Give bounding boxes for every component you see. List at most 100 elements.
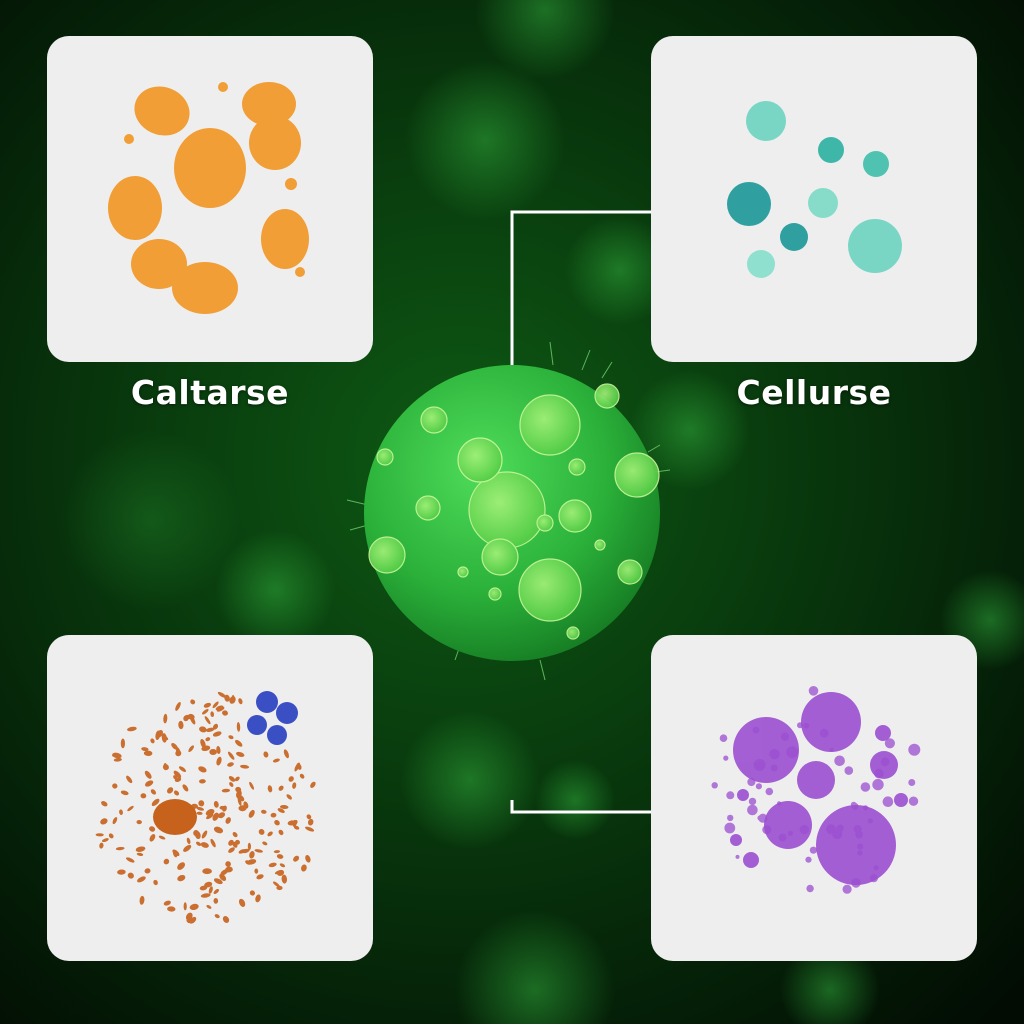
card-bottom-right (651, 635, 977, 961)
brown-particle (231, 694, 235, 704)
brown-particle (183, 715, 189, 722)
brown-particle (99, 842, 104, 849)
brown-particle (196, 841, 202, 846)
brown-particle (245, 860, 251, 865)
brown-particle (206, 813, 214, 820)
purple-particle (797, 722, 803, 729)
brown-particle (279, 863, 286, 868)
purple-particle (803, 722, 810, 729)
purple-particle (777, 801, 782, 806)
purple-particle (765, 787, 774, 796)
purple-particle (857, 850, 863, 856)
brown-particle (196, 811, 203, 815)
purple-particle (819, 728, 829, 738)
brown-particle (153, 879, 158, 886)
brown-particle (236, 794, 245, 802)
brown-particle (136, 819, 142, 825)
brown-particle (249, 851, 255, 859)
brown-particle (210, 711, 215, 717)
brown-particle (261, 809, 267, 814)
brown-particle (115, 846, 125, 851)
purple-particle (908, 743, 921, 756)
brown-particle (276, 854, 284, 859)
brown-particle (210, 838, 216, 848)
brown-particle (190, 699, 196, 705)
purple-particle (787, 830, 793, 836)
brown-particle (212, 812, 219, 821)
purple-particle (778, 833, 787, 842)
brown-particle (172, 851, 178, 858)
purple-particle (747, 777, 756, 787)
purple-particle (770, 764, 778, 772)
brown-particle (119, 809, 123, 815)
brown-particle (137, 876, 146, 883)
brown-particle (189, 903, 199, 911)
brown-particle-cluster-icon (95, 691, 316, 924)
purple-particle (748, 797, 757, 806)
brown-particle (201, 745, 211, 752)
purple-particle (908, 779, 916, 786)
purple-particle (836, 824, 844, 832)
brown-particle (173, 770, 182, 779)
brown-particle (173, 790, 180, 796)
brown-particle (293, 825, 300, 830)
brown-particle (293, 820, 298, 826)
brown-particle (139, 895, 145, 905)
brown-particle (120, 738, 125, 749)
connector-line-top-right (510, 210, 651, 365)
brown-particle (249, 890, 256, 896)
brown-particle (178, 766, 187, 772)
brown-particle (189, 916, 197, 924)
brown-particle (306, 814, 312, 820)
central-green-cell-icon (346, 341, 671, 681)
brown-particle (270, 812, 277, 818)
brown-particle (186, 837, 191, 845)
brown-particle (236, 722, 241, 732)
brown-particle (175, 747, 181, 756)
brown-particle (213, 898, 219, 904)
brown-particle (199, 779, 206, 784)
brown-particle (213, 801, 219, 808)
brown-particle (112, 783, 118, 789)
purple-particle (873, 865, 879, 871)
brown-particle (268, 862, 277, 868)
brown-particle (187, 713, 195, 720)
brown-particle (175, 701, 181, 711)
brown-particle (194, 831, 201, 840)
brown-particle (267, 785, 273, 793)
brown-particle (256, 874, 264, 880)
brown-particle (254, 849, 263, 853)
purple-particle (799, 824, 809, 835)
brown-particle (151, 798, 160, 807)
brown-particle (101, 838, 109, 843)
brown-particle (310, 781, 316, 788)
label-top-right: Cellurse (736, 373, 892, 412)
brown-particle (288, 776, 294, 782)
brown-particle (213, 878, 223, 885)
brown-particle (205, 727, 215, 732)
brown-particle (200, 738, 206, 749)
brown-particle (201, 708, 209, 715)
brown-particle (240, 764, 250, 769)
purple-particle (762, 825, 772, 835)
purple-particle (872, 778, 884, 791)
purple-particle (719, 734, 728, 742)
brown-particle (212, 723, 219, 730)
brown-particle (182, 784, 189, 792)
brown-particle (213, 888, 220, 895)
purple-particle (860, 782, 871, 792)
brown-particle (232, 841, 238, 848)
purple-particle (884, 738, 895, 749)
brown-particle (177, 874, 186, 882)
brown-particle (301, 864, 307, 872)
connector-line-bottom-right (510, 800, 651, 814)
brown-particle (163, 858, 170, 865)
brown-particle (232, 832, 238, 838)
brown-particle (204, 881, 213, 888)
purple-particle (882, 796, 894, 807)
purple-particle (880, 757, 890, 767)
purple-particle (853, 824, 862, 834)
brown-particle (276, 885, 283, 891)
brown-particle (294, 762, 300, 772)
teal-cell-cluster-icon (727, 101, 902, 278)
